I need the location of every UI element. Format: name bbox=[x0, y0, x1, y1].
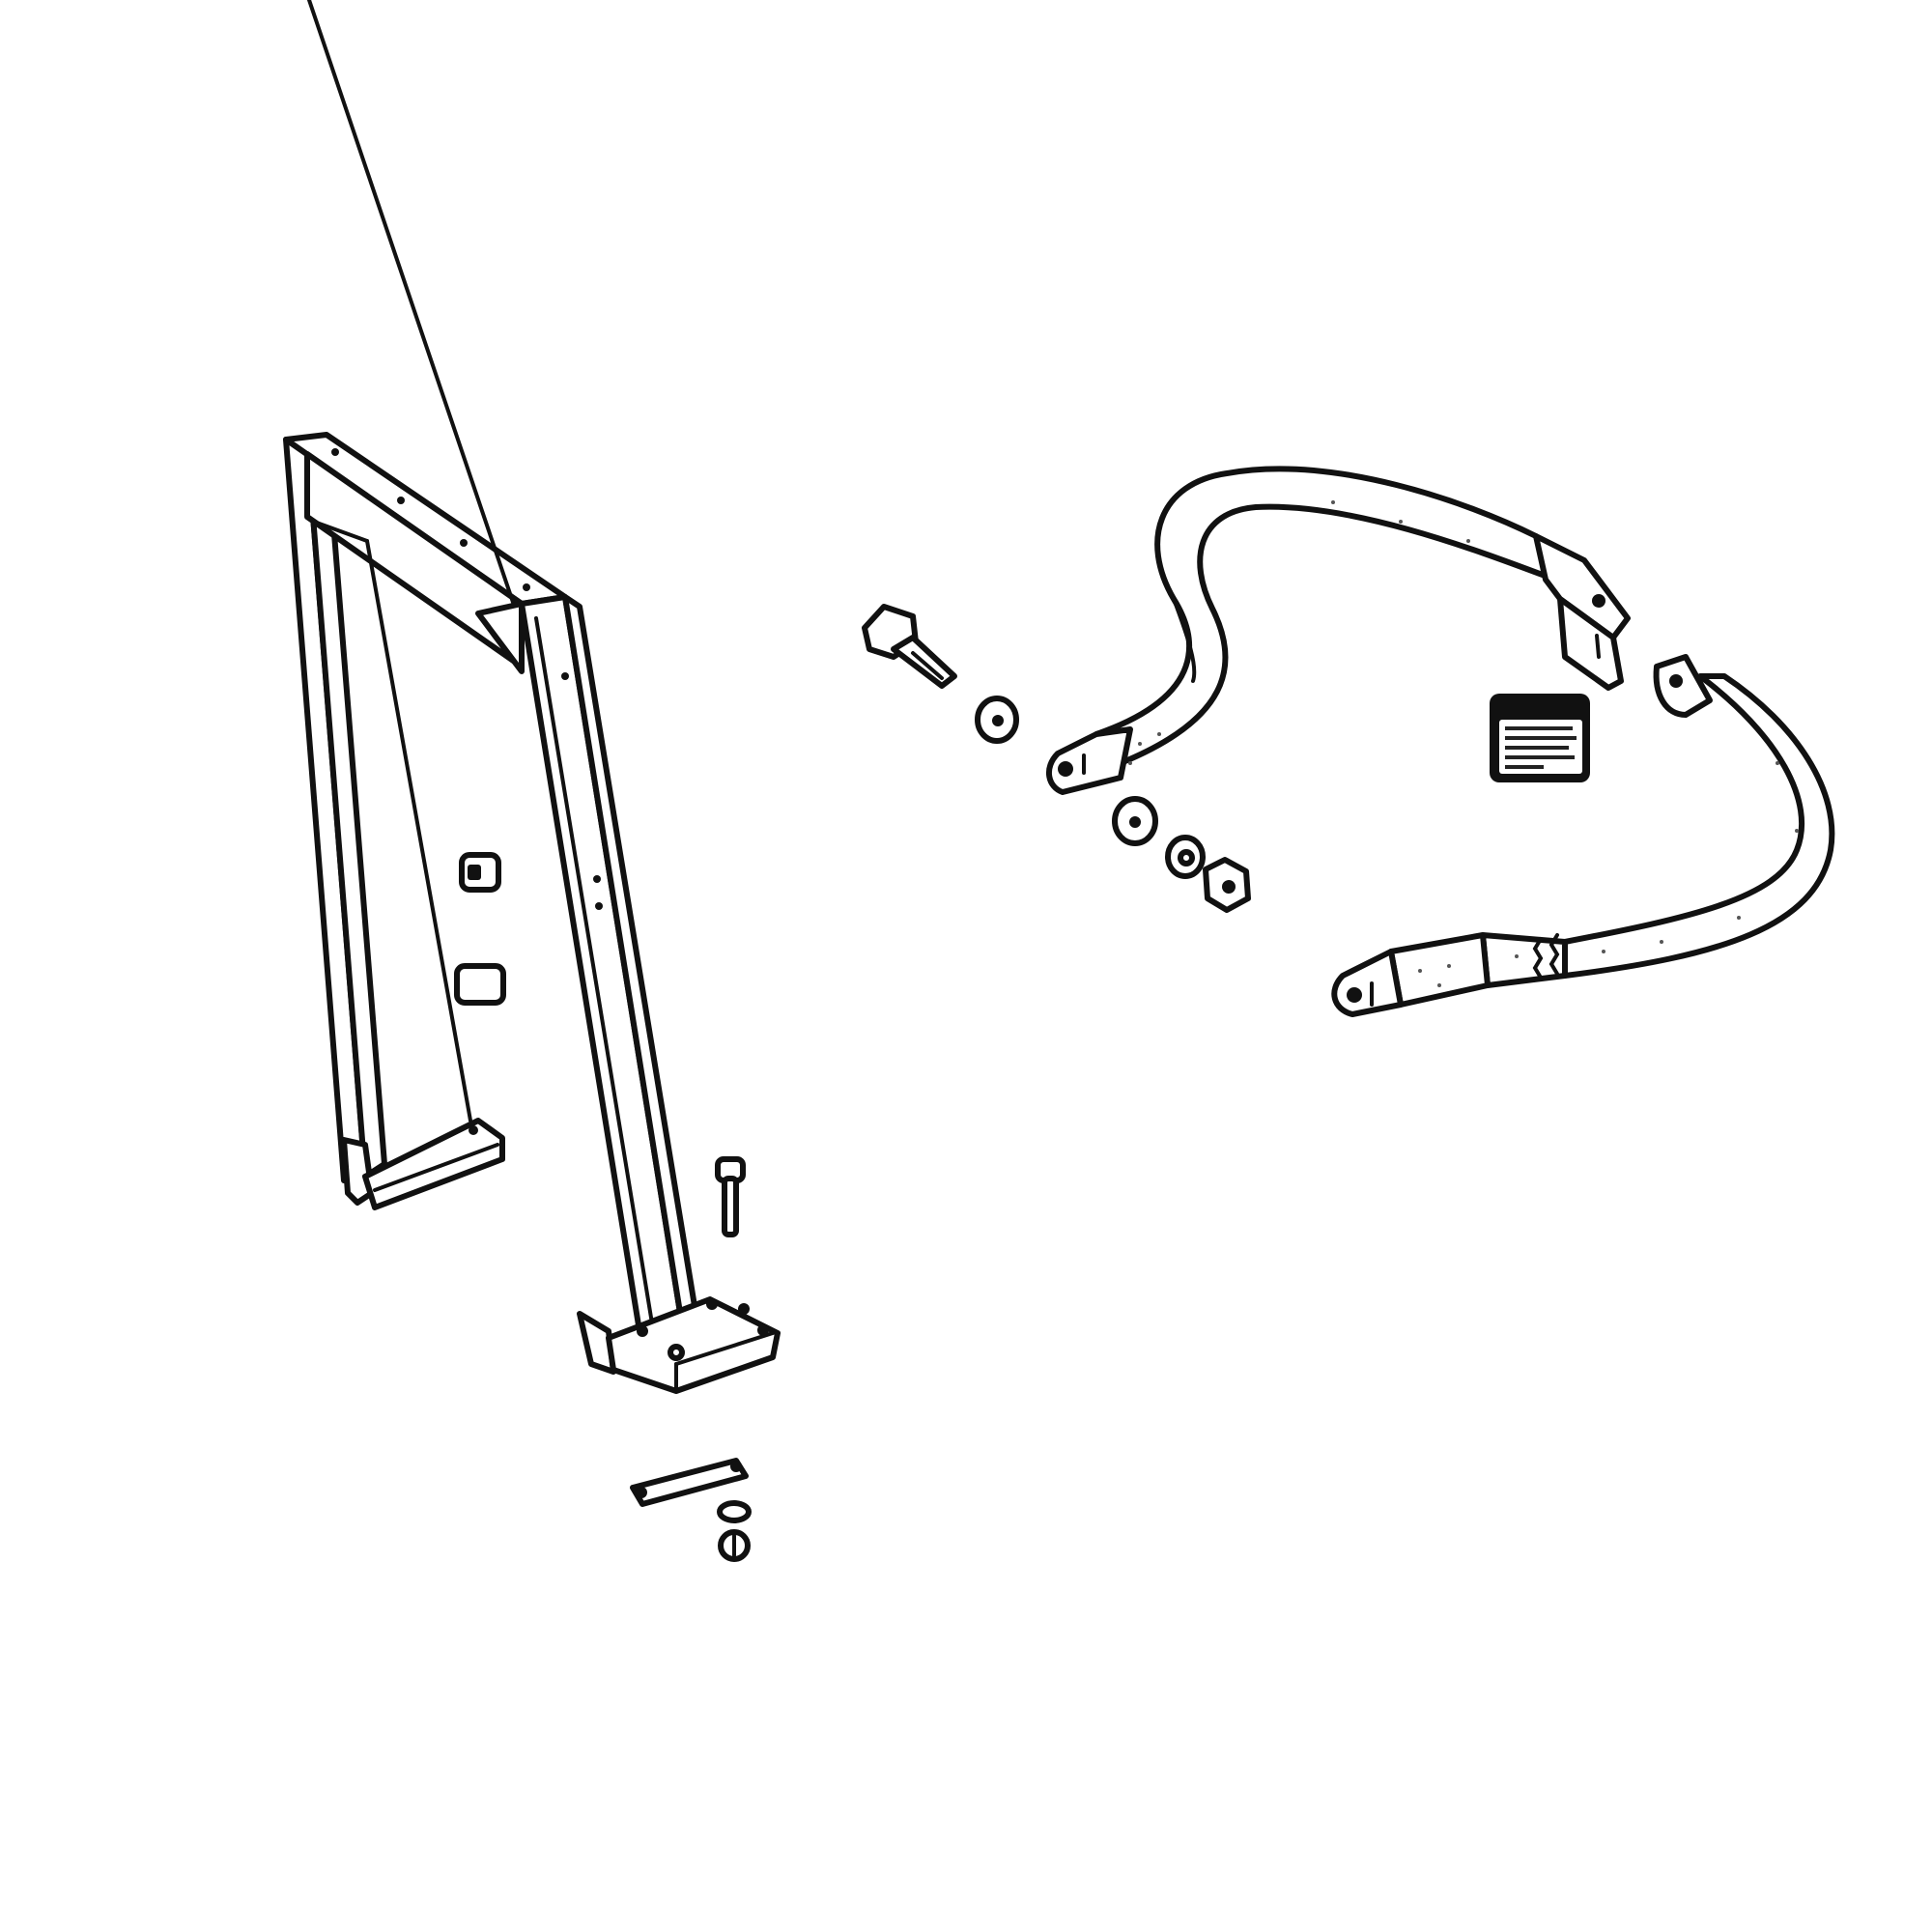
frame-plug-lower bbox=[454, 963, 506, 1006]
rops-frame bbox=[283, 0, 781, 1394]
gusset bbox=[475, 601, 525, 674]
belt-buckle-half bbox=[1046, 466, 1631, 795]
frame-bolt bbox=[715, 1156, 746, 1237]
frame-foot-left bbox=[362, 1118, 505, 1210]
belt-retractor-half bbox=[1331, 654, 1835, 1017]
frame-bar bbox=[630, 1458, 749, 1507]
frame-washer bbox=[717, 1500, 752, 1523]
warning-decal bbox=[1490, 694, 1590, 782]
belt-bolt bbox=[862, 604, 957, 689]
left-post-end bbox=[341, 1137, 375, 1206]
right-post-front bbox=[519, 594, 684, 1334]
